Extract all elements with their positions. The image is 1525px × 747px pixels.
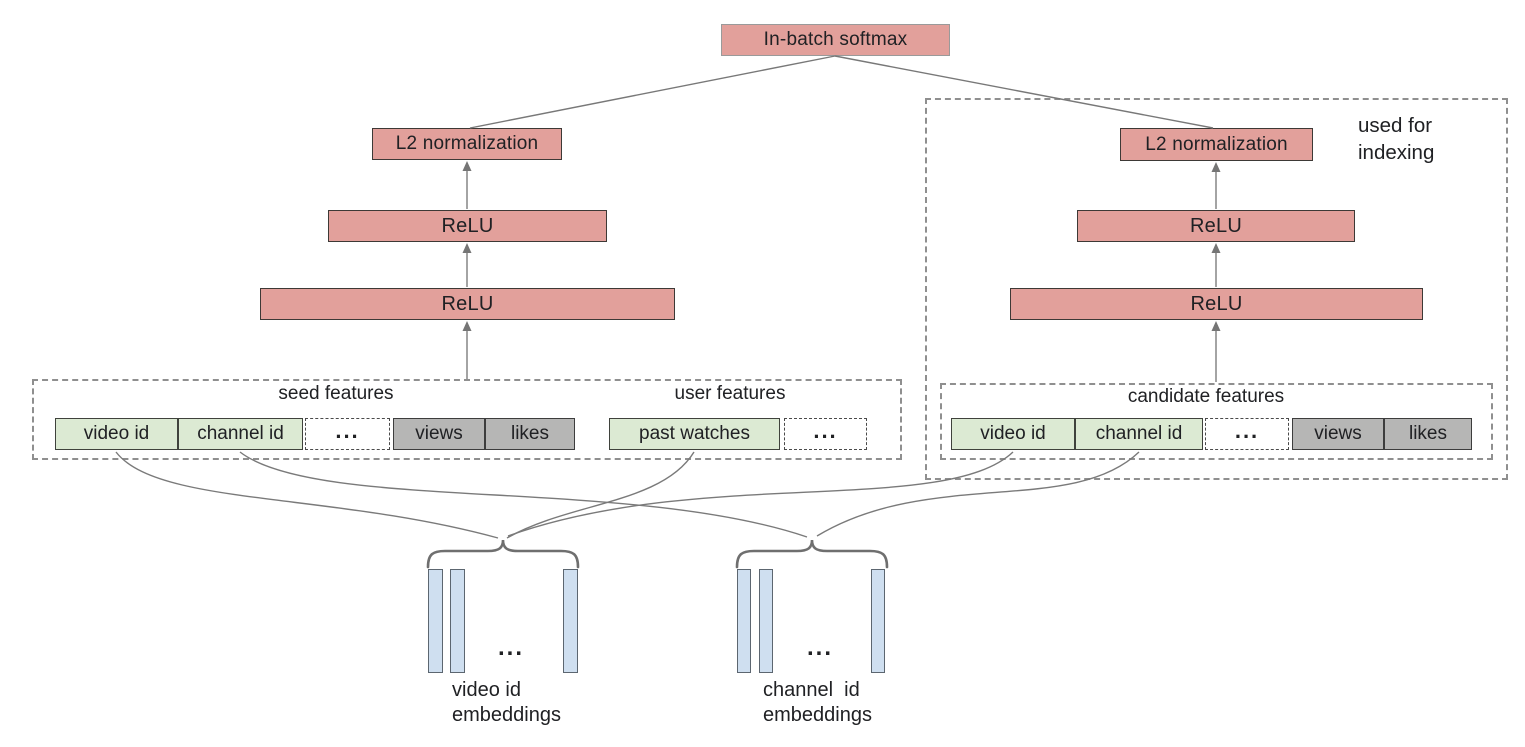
right-relu-lower-label: ReLU — [1190, 292, 1243, 315]
video-embedding-bar-1 — [428, 569, 443, 673]
channel-embeddings-brace — [735, 539, 889, 569]
annotation-line1: used for — [1358, 114, 1433, 137]
left-relu-lower-box: ReLU — [260, 288, 675, 320]
candidate-views-label: views — [1314, 423, 1362, 444]
candidate-likes-label: likes — [1408, 423, 1447, 444]
seed-video-id-label: video id — [83, 423, 150, 444]
seed-channel-id-to-channel-emb-curve — [239, 451, 808, 538]
right-relu-upper-box: ReLU — [1077, 210, 1355, 242]
video-embeddings-label-line2: embeddings — [452, 704, 561, 726]
embedding-braces — [426, 539, 889, 569]
channel-embeddings-label-line2: embeddings — [763, 704, 872, 726]
video-embedding-bar-3 — [563, 569, 578, 673]
seed-views-cell: views — [393, 418, 485, 450]
video-embeddings-brace — [426, 539, 580, 569]
left-tower-arrows — [462, 161, 472, 379]
left-l2-normalization-box: L2 normalization — [372, 128, 562, 160]
seed-likes-label: likes — [510, 423, 549, 444]
candidate-features-container — [940, 383, 1493, 460]
channel-embedding-bar-3 — [871, 569, 885, 673]
seed-channel-id-label: channel id — [197, 423, 284, 444]
left-l2-normalization-label: L2 normalization — [395, 133, 539, 154]
video-embeddings-label-line1: video id — [452, 679, 521, 701]
video-embeddings-ellipsis: ... — [497, 634, 524, 661]
in-batch-softmax-box: In-batch softmax — [721, 24, 950, 56]
candidate-video-id-cell: video id — [951, 418, 1075, 450]
left-relu-lower-label: ReLU — [441, 292, 494, 315]
video-embedding-bar-2 — [450, 569, 465, 673]
in-batch-softmax-label: In-batch softmax — [763, 29, 908, 50]
seed-ellipsis-cell: ... — [305, 418, 390, 450]
right-relu-upper-label: ReLU — [1190, 214, 1242, 237]
candidate-ellipsis-cell: ... — [1205, 418, 1289, 450]
channel-embedding-bar-2 — [759, 569, 773, 673]
used-for-indexing-annotation: used for indexing — [1358, 112, 1434, 166]
user-features-label: user features — [674, 383, 786, 404]
candidate-channel-id-cell: channel id — [1075, 418, 1203, 450]
past-watches-to-video-emb-curve — [506, 451, 695, 539]
left-relu-upper-label: ReLU — [441, 214, 494, 237]
video-embeddings-label: video id embeddings — [452, 678, 561, 728]
indexing-container — [925, 98, 1508, 480]
seed-features-label: seed features — [278, 383, 394, 404]
right-l2-normalization-label: L2 normalization — [1145, 133, 1288, 155]
candidate-channel-id-label: channel id — [1095, 423, 1183, 444]
user-past-watches-cell: past watches — [609, 418, 780, 450]
candidate-features-label: candidate features — [1127, 386, 1285, 407]
channel-embeddings-ellipsis: ... — [806, 634, 833, 661]
seed-ellipsis-label: ... — [335, 418, 360, 443]
user-past-watches-label: past watches — [639, 423, 750, 444]
seed-views-label: views — [415, 423, 463, 444]
channel-embeddings-label-line1: channel id — [763, 679, 860, 701]
left-relu-upper-box: ReLU — [328, 210, 607, 242]
softmax-to-left-l2-line — [469, 55, 836, 129]
channel-embedding-bar-1 — [737, 569, 751, 673]
right-l2-normalization-box: L2 normalization — [1120, 128, 1313, 161]
annotation-line2: indexing — [1358, 141, 1435, 164]
user-ellipsis-label: ... — [813, 418, 838, 443]
candidate-likes-cell: likes — [1384, 418, 1472, 450]
channel-embeddings-label: channel id embeddings — [763, 678, 872, 728]
candidate-views-cell: views — [1292, 418, 1384, 450]
seed-likes-cell: likes — [485, 418, 575, 450]
right-relu-lower-box: ReLU — [1010, 288, 1423, 320]
seed-video-id-cell: video id — [55, 418, 178, 450]
seed-video-id-to-video-emb-curve — [115, 451, 499, 539]
seed-channel-id-cell: channel id — [178, 418, 303, 450]
candidate-video-id-label: video id — [980, 423, 1046, 444]
candidate-ellipsis-label: ... — [1234, 418, 1260, 443]
user-ellipsis-cell: ... — [784, 418, 867, 450]
